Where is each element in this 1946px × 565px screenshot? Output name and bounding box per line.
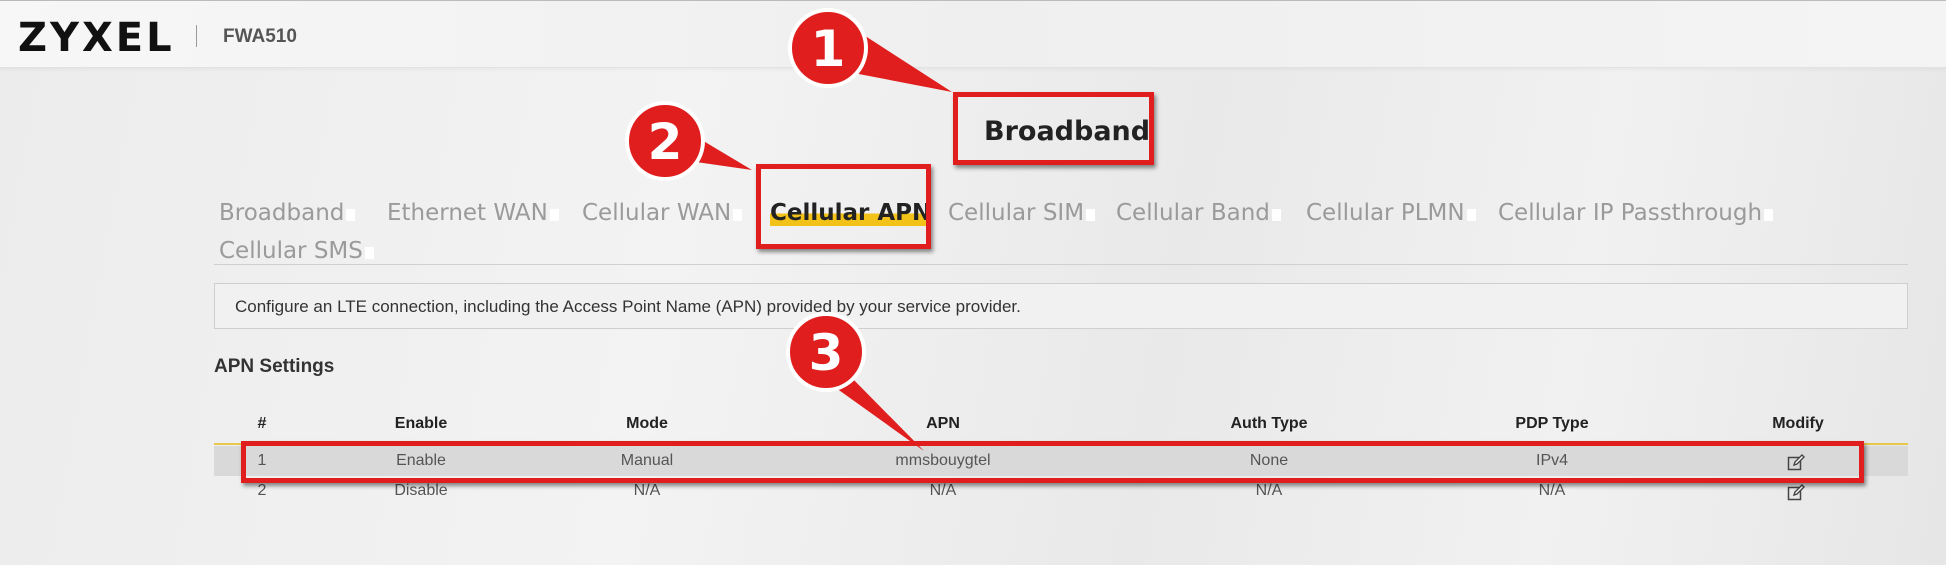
row-1-apn: mmsbouygtel	[895, 452, 991, 469]
row-1-mode: Manual	[620, 452, 674, 469]
highlight-box-title	[953, 92, 1154, 165]
column-header-apn: APN	[926, 415, 960, 432]
tab-cellular-ip-passthrough[interactable]: Cellular IP Passthrough	[1498, 200, 1773, 226]
column-header-enable: Enable	[394, 415, 448, 432]
callout-2: 2	[625, 101, 752, 181]
column-header-modify: Modify	[1772, 415, 1824, 432]
page-title: Broadband	[984, 116, 1151, 147]
callout-3-number: 3	[809, 324, 844, 382]
tab-cellular-sms[interactable]: Cellular SMS	[219, 238, 374, 264]
callout-3: 3	[786, 312, 924, 451]
callout-2-number: 2	[648, 113, 683, 171]
row-2-pdp-type: N/A	[1538, 482, 1566, 499]
edit-icon[interactable]	[1787, 454, 1805, 472]
tab-cellular-apn[interactable]: Cellular APN	[770, 200, 932, 226]
highlight-box-tab	[756, 164, 931, 249]
tab-broadband[interactable]: Broadband	[219, 200, 355, 226]
row-1-auth-type: None	[1249, 452, 1289, 469]
row-2-auth-type: N/A	[1255, 482, 1283, 499]
row-1-enable: Enable	[396, 452, 446, 469]
edit-icon[interactable]	[1787, 484, 1805, 502]
column-header-number: #	[257, 415, 267, 432]
row-2-apn: N/A	[929, 482, 957, 499]
description-text: Configure an LTE connection, including t…	[235, 297, 1021, 316]
logo-divider	[196, 25, 197, 47]
row-2-mode: N/A	[633, 482, 661, 499]
tab-cellular-plmn[interactable]: Cellular PLMN	[1306, 200, 1476, 226]
row-1-pdp-type: IPv4	[1535, 452, 1569, 469]
apn-settings-title: APN Settings	[214, 356, 335, 377]
highlight-box-row	[241, 441, 1864, 483]
tab-cellular-sim[interactable]: Cellular SIM	[948, 200, 1095, 226]
tabs-divider	[214, 264, 1908, 265]
tab-cellular-band[interactable]: Cellular Band	[1116, 200, 1281, 226]
description-box: Configure an LTE connection, including t…	[214, 283, 1908, 329]
row-1-number: 1	[257, 452, 267, 469]
column-header-pdp-type: PDP Type	[1515, 415, 1589, 432]
row-2-number: 2	[257, 482, 267, 499]
tab-ethernet-wan[interactable]: Ethernet WAN	[387, 200, 559, 226]
column-header-mode: Mode	[626, 415, 668, 432]
tab-cellular-wan[interactable]: Cellular WAN	[582, 200, 742, 226]
table-row-1	[214, 446, 1908, 476]
model-name: FWA510	[223, 26, 297, 47]
zyxel-logo: ZYXEL	[18, 15, 175, 61]
column-header-auth-type: Auth Type	[1230, 415, 1308, 432]
top-bar: ZYXEL FWA510	[0, 0, 1946, 68]
row-2-enable: Disable	[394, 482, 448, 499]
